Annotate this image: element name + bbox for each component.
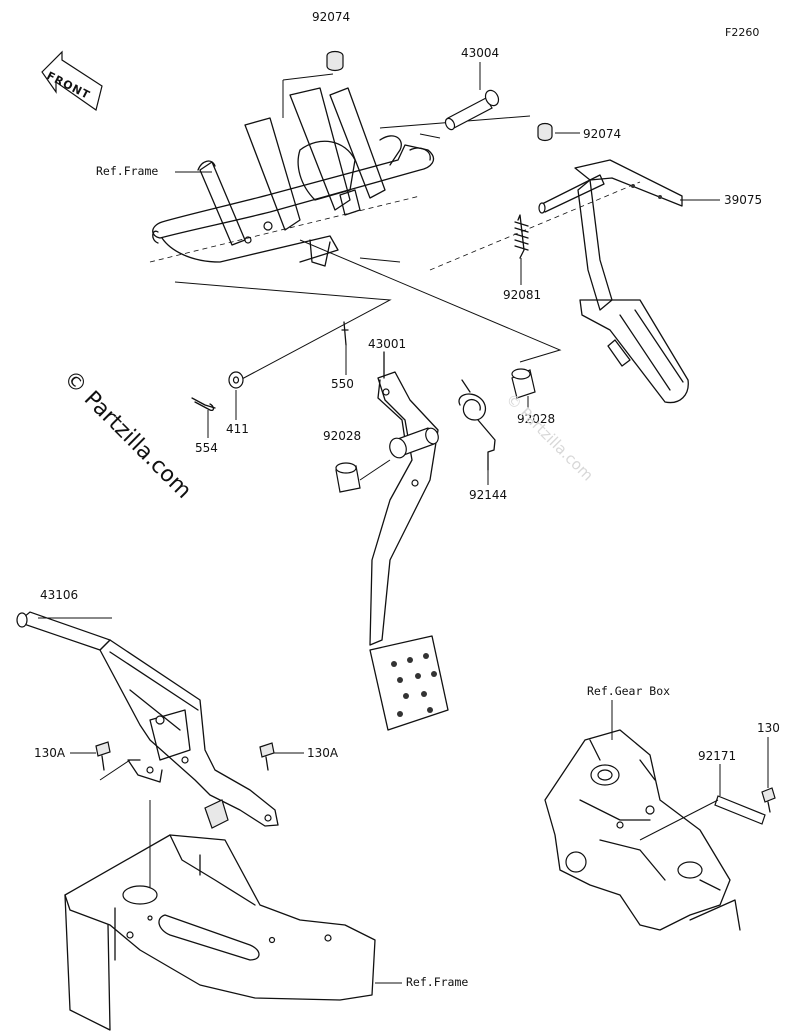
ref-frame-top-label: Ref.Frame [96, 164, 159, 178]
part-bushing-43001 [389, 427, 439, 459]
part-39075 [538, 159, 689, 404]
leader-92028l [359, 459, 391, 481]
front-arrow-icon [41, 50, 103, 111]
part-label-411[interactable]: 411 [226, 422, 249, 436]
part-130 [761, 787, 776, 813]
frame-bottom-drawing [64, 834, 376, 1031]
part-label-43001[interactable]: 43001 [368, 337, 407, 351]
leader-bracket [99, 759, 151, 890]
part-label-92171[interactable]: 92171 [698, 749, 737, 763]
part-label-92028-left[interactable]: 92028 [323, 429, 362, 443]
leader-92074-top [282, 73, 334, 118]
part-92028-left [335, 462, 361, 493]
part-43001 [369, 351, 449, 731]
part-92081-spring [514, 214, 529, 285]
part-92171 [714, 795, 766, 825]
leader-misc [359, 257, 401, 263]
leader-dash-39075 [429, 181, 641, 271]
part-label-92144[interactable]: 92144 [469, 488, 508, 502]
part-label-130A-left[interactable]: 130A [34, 746, 66, 760]
leader-92028r [299, 239, 562, 363]
part-label-554[interactable]: 554 [195, 441, 218, 455]
frame-top-drawing [149, 87, 435, 267]
part-label-92028-right[interactable]: 92028 [517, 412, 556, 426]
ref-gear-box-label: Ref.Gear Box [587, 684, 671, 698]
part-43106 [16, 611, 279, 829]
part-label-39075[interactable]: 39075 [724, 193, 763, 207]
part-550 [341, 321, 349, 346]
part-label-43004[interactable]: 43004 [461, 46, 500, 60]
part-label-92081[interactable]: 92081 [503, 288, 542, 302]
part-92028-right [511, 368, 536, 399]
leader-411 [174, 281, 392, 381]
leader-92171-b [639, 799, 719, 841]
figure-code: F2260 [725, 26, 760, 39]
part-92074-right [537, 122, 553, 142]
part-label-130[interactable]: 130 [757, 721, 780, 735]
ref-frame-bottom-label: Ref.Frame [406, 975, 469, 989]
part-92144-spring [458, 379, 496, 471]
part-92074-top [326, 50, 344, 72]
part-554 [191, 397, 216, 412]
part-label-130A-right[interactable]: 130A [307, 746, 339, 760]
part-label-92074-right[interactable]: 92074 [583, 127, 622, 141]
part-label-92074-top[interactable]: 92074 [312, 10, 351, 24]
gear-box-drawing [544, 729, 741, 931]
part-130A-right [259, 742, 275, 771]
part-43004 [444, 89, 500, 131]
part-130A-left [95, 741, 111, 771]
part-label-43106[interactable]: 43106 [40, 588, 79, 602]
part-label-550[interactable]: 550 [331, 377, 354, 391]
part-411 [228, 371, 244, 389]
